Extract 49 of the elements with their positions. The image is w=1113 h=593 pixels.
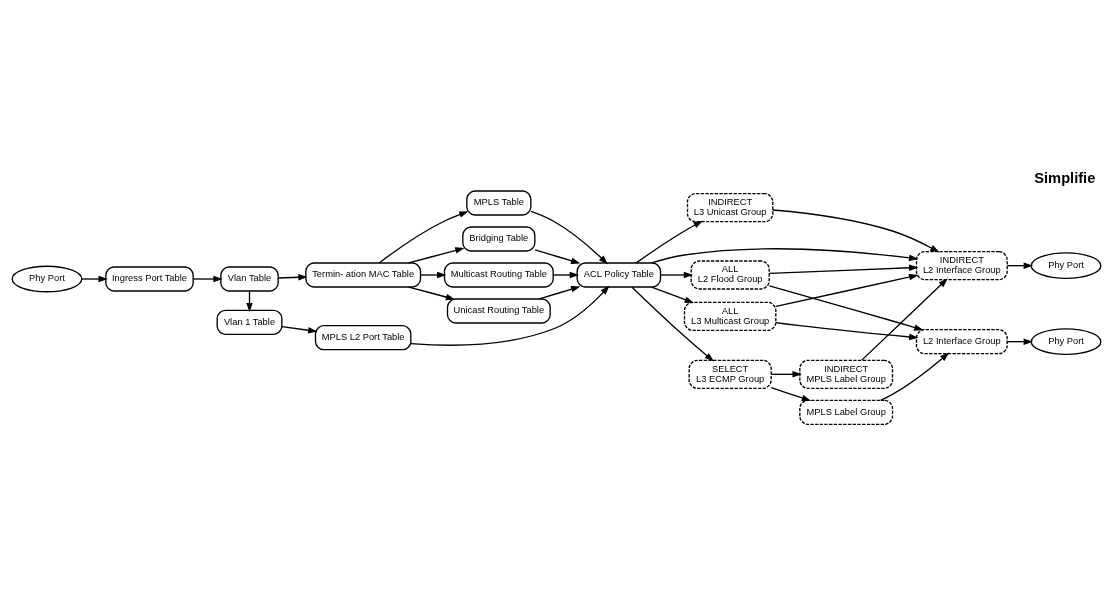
arrow	[408, 246, 465, 264]
arrow	[410, 285, 610, 346]
node-box: Bridging Table	[462, 225, 536, 252]
arrow	[419, 271, 447, 278]
arrow	[775, 321, 919, 340]
arrow	[552, 271, 580, 278]
arrow	[650, 285, 694, 303]
node-box: MPLS Label Group	[799, 399, 894, 425]
arrow	[768, 284, 924, 331]
arrow	[651, 247, 919, 264]
diagram-title: Simplifie	[1034, 169, 1096, 186]
arrow	[770, 386, 812, 401]
node-box: ALL L3 Multicast Group	[683, 301, 777, 331]
arrow	[281, 325, 318, 333]
node-box: SELECT L3 ECMP Group	[688, 359, 772, 389]
node-box: Vlan 1 Table	[216, 309, 283, 335]
arrow	[635, 220, 703, 264]
arrow	[775, 273, 919, 307]
arrow	[408, 285, 456, 300]
arrow	[277, 273, 308, 281]
arrow	[530, 210, 608, 264]
node-ellipse: Phy Port	[11, 265, 83, 292]
arrow	[772, 208, 940, 252]
node-box: Termin- ation MAC Table	[305, 261, 422, 288]
node-box: ALL L2 Flood Group	[690, 259, 770, 290]
node-box: MPLS Table	[466, 189, 532, 216]
node-box: Unicast Routing Table	[446, 297, 551, 324]
node-box: MPLS L2 Port Table	[314, 324, 412, 350]
node-box: L2 Interface Group	[915, 328, 1008, 354]
arrow	[861, 277, 948, 361]
arrow	[879, 351, 950, 401]
arrow	[192, 275, 223, 282]
node-box: Vlan Table	[220, 265, 279, 292]
node-ellipse: Phy Port	[1030, 327, 1102, 355]
arrow	[534, 248, 581, 264]
arrow	[631, 286, 714, 362]
arrow	[81, 275, 108, 282]
arrow	[538, 285, 581, 300]
arrow	[770, 370, 802, 378]
arrow	[378, 210, 469, 264]
node-box: INDIRECT L2 Interface Group	[915, 250, 1008, 280]
node-box: INDIRECT L3 Unicast Group	[686, 192, 774, 222]
arrow	[768, 264, 919, 274]
node-box: Ingress Port Table	[105, 265, 194, 292]
node-ellipse: Phy Port	[1030, 251, 1102, 279]
node-box: ACL Policy Table	[576, 261, 662, 288]
arrow	[660, 271, 694, 278]
node-box: Multicast Routing Table	[443, 261, 554, 288]
node-box: INDIRECT MPLS Label Group	[799, 359, 894, 389]
